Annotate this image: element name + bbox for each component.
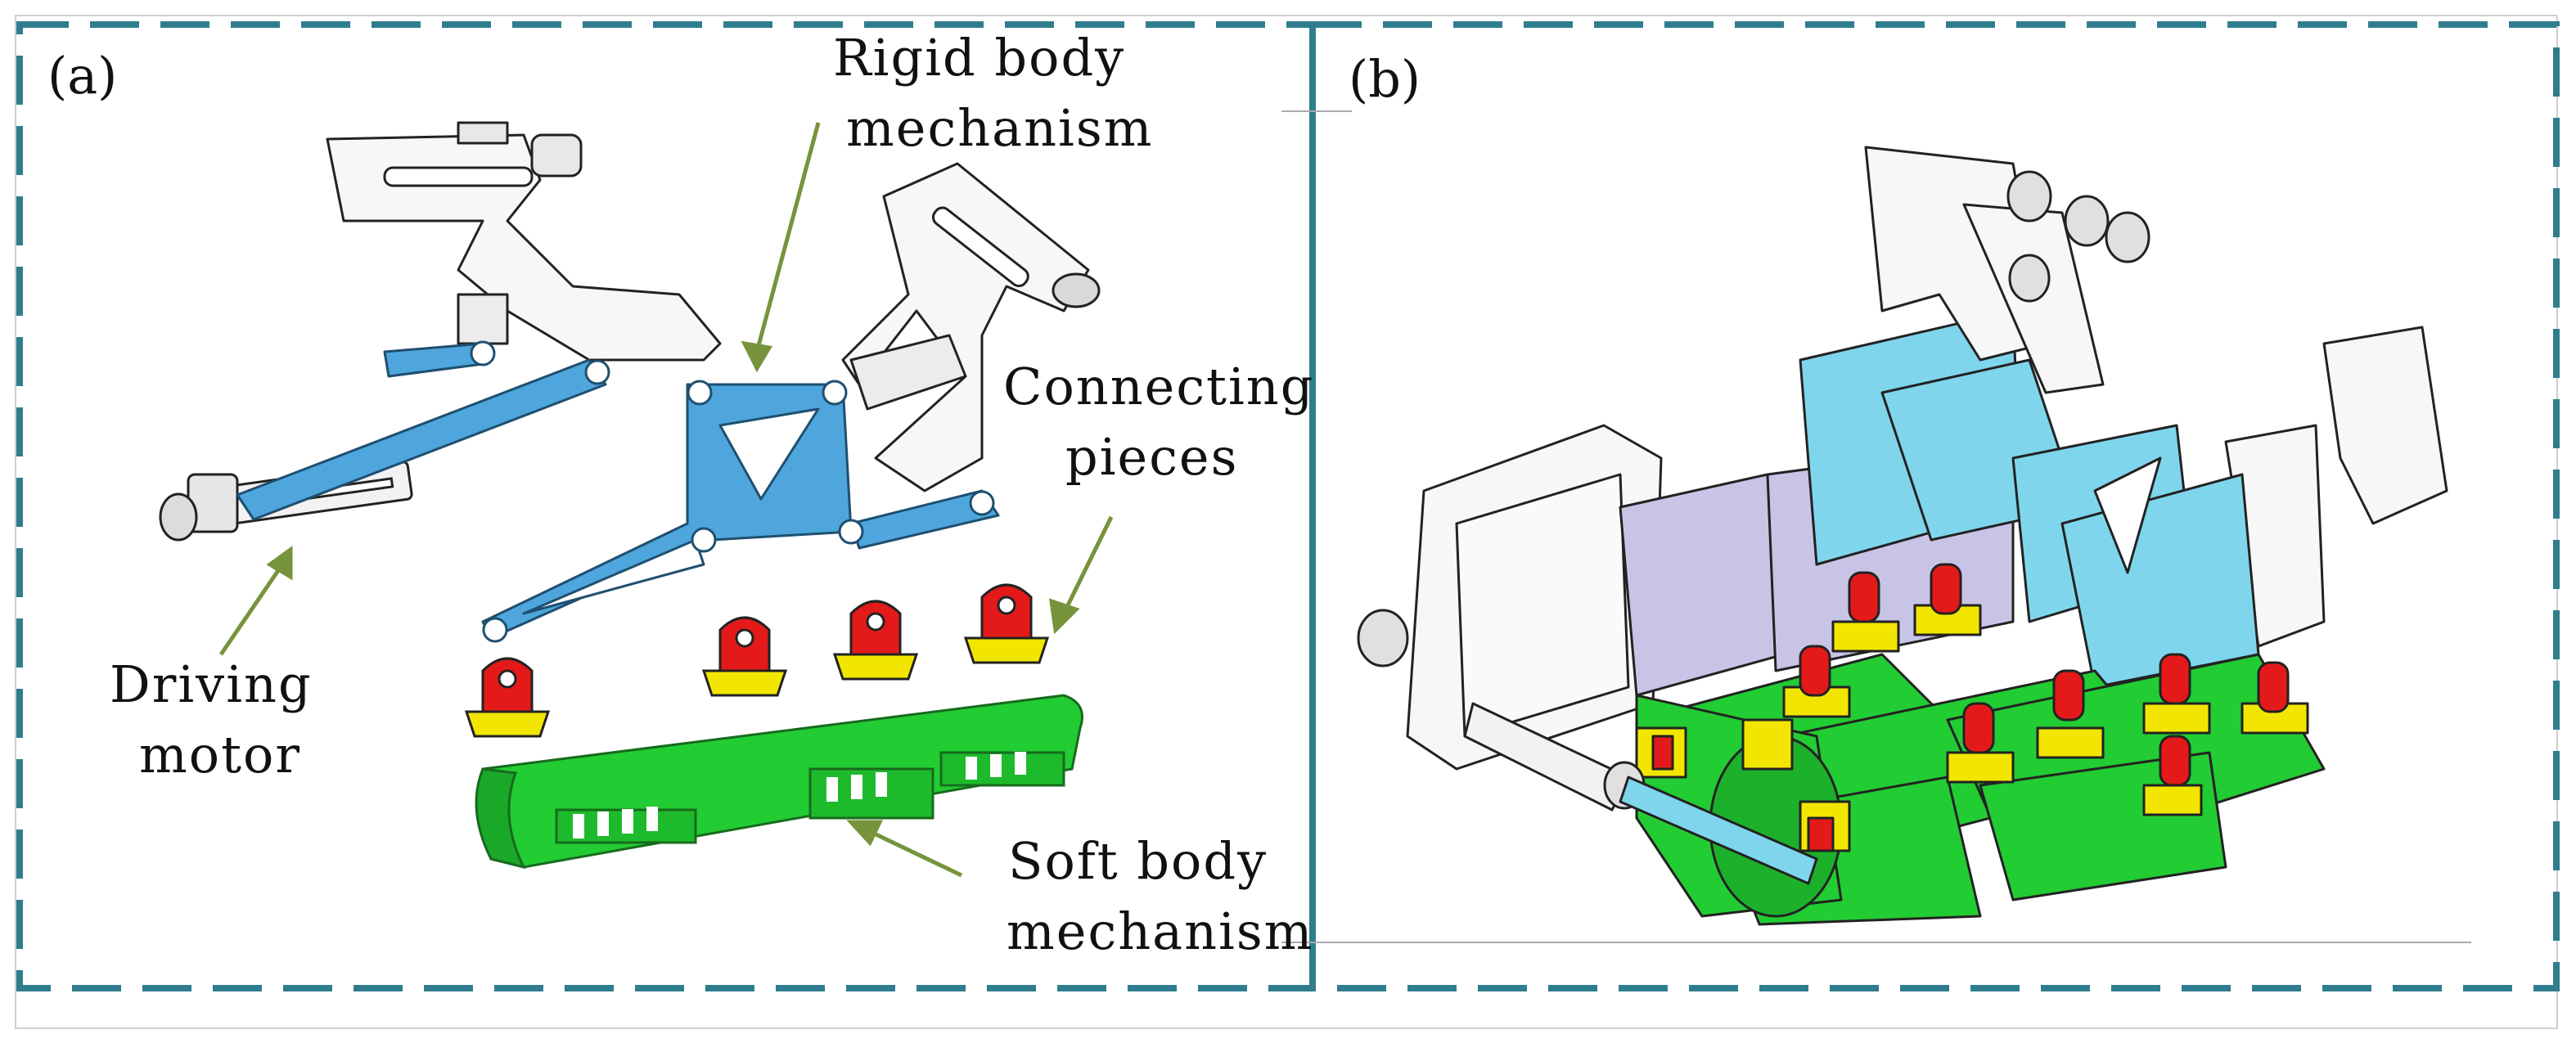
label-rigid-body-line1: Rigid body [833, 28, 1126, 88]
panel-a-rigid-links [236, 340, 1000, 643]
panel-b-assembly [1357, 146, 2448, 926]
panel-a-dashed-border [16, 21, 1316, 991]
label-driving-line1: Driving [110, 654, 313, 714]
panel-a-connecting-pieces [464, 583, 1050, 738]
label-rigid-body-line2: mechanism [846, 98, 1154, 158]
label-soft-body-line2: mechanism [1007, 901, 1314, 961]
label-connecting-line2: pieces [1065, 427, 1239, 487]
panel-b-dashed-border [1309, 21, 2560, 991]
panel-a-callout-arrows [218, 122, 1114, 878]
panel-a-rigid-frame [326, 121, 1101, 492]
outer-border [15, 15, 2558, 1029]
label-soft-body-line1: Soft body [1008, 831, 1268, 891]
panel-a-tag: (a) [47, 46, 118, 106]
panel-a-soft-body [475, 694, 1083, 870]
panel-b-tag: (b) [1349, 49, 1421, 109]
label-connecting-line1: Connecting [1003, 357, 1315, 416]
label-driving-line2: motor [139, 725, 301, 785]
